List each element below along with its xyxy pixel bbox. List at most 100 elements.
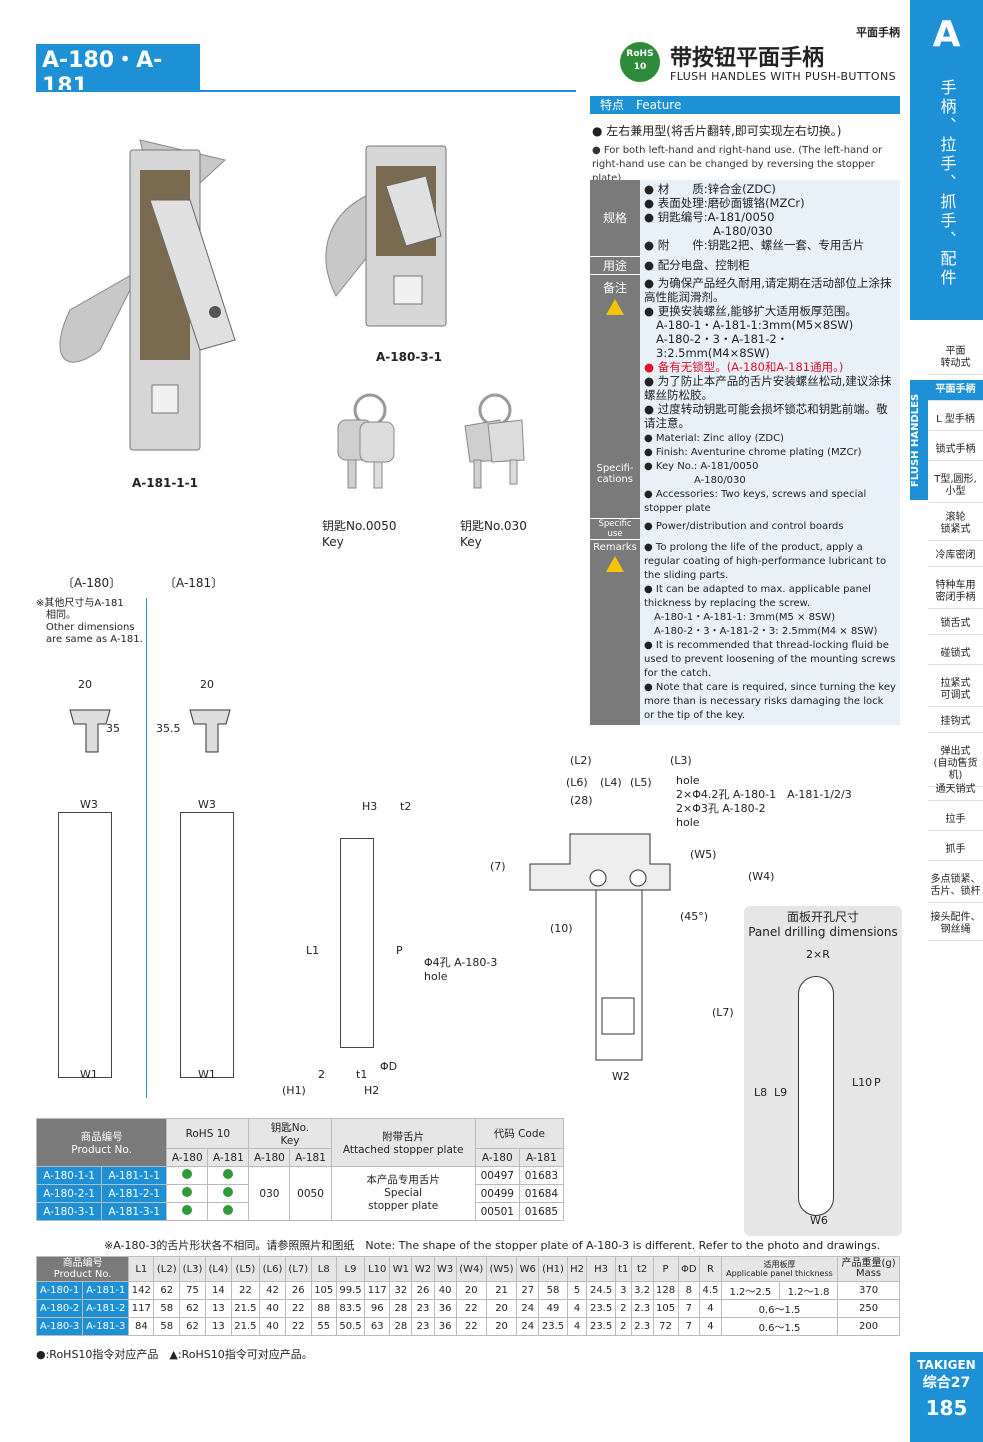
hole-callout-1: hole 2×Φ4.2孔 A-180-1 A-181-1/2/3 2×Φ3孔 A… xyxy=(676,774,852,829)
table-cell: 83.5 xyxy=(335,1299,366,1318)
sidebar-item[interactable]: 碰锁式 xyxy=(928,644,983,665)
table-cell: 3 xyxy=(614,1281,632,1300)
panel-drilling-box: 面板开孔尺寸 Panel drilling dimensions 2×R L8 … xyxy=(744,906,902,1236)
table-cell: 21.5 xyxy=(230,1317,261,1336)
key-0050-photo xyxy=(337,393,395,489)
a180-3-label: A-180-3-1 xyxy=(376,350,442,364)
dim-h1: (H1) xyxy=(282,1084,306,1097)
table-cell: 40 xyxy=(433,1281,457,1300)
spec-line-en: ● Key No.: A-181/0050 xyxy=(644,461,759,472)
table-cell: 26 xyxy=(284,1281,312,1300)
th-code: 代码 Code xyxy=(474,1118,565,1149)
product-title-en: FLUSH HANDLES WITH PUSH-BUTTONS xyxy=(670,70,896,83)
table-cell: 22 xyxy=(455,1317,487,1336)
sidebar-item[interactable]: 多点锁紧、 舌片、锁杆 xyxy=(928,870,983,903)
sidebar-item[interactable]: 抓手 xyxy=(928,840,983,861)
dim-20-a180: 20 xyxy=(78,678,92,691)
table-cell: 8 xyxy=(677,1281,701,1300)
table-cell: A-180-2 xyxy=(35,1299,84,1318)
remark-line: ● 为确保产品经久耐用,请定期在活动部位上涂抹高性能润滑剂。 xyxy=(644,276,892,304)
sidebar-item[interactable]: 平面手柄 xyxy=(928,380,983,401)
dim-l7: (L7) xyxy=(712,1006,734,1019)
table-cell: 4.5 xyxy=(699,1281,722,1300)
table-cell: 250 xyxy=(837,1299,900,1318)
dim-h3: H3 xyxy=(362,800,378,813)
dim-l5: (L5) xyxy=(630,776,652,789)
remark-line-en: A-180-1・A-181-1: 3mm(M5 × 8SW) xyxy=(654,612,836,623)
table-cell: 75 xyxy=(179,1281,206,1300)
panel-l10: L10 xyxy=(852,1076,873,1089)
rohs-dot xyxy=(166,1202,209,1221)
sidebar-item[interactable]: 特种车用 密闭手柄 xyxy=(928,576,983,609)
a181-label: A-181-1-1 xyxy=(132,476,198,490)
table-cell: 58 xyxy=(153,1317,181,1336)
table-cell: 21.5 xyxy=(230,1299,261,1318)
table-cell: 23 xyxy=(411,1317,435,1336)
th-dim: (L2) xyxy=(153,1256,181,1282)
cell-code: 00499 xyxy=(474,1184,520,1203)
table-cell: 105 xyxy=(310,1281,337,1300)
key-profile-drawings xyxy=(69,709,231,753)
th-dim: H2 xyxy=(566,1256,588,1282)
sidebar-item[interactable]: 冷库密闭 xyxy=(928,546,983,567)
dim-w4: (W4) xyxy=(748,870,775,883)
table-cell: 0.6〜1.5 xyxy=(720,1317,839,1336)
sidebar-item[interactable]: 拉紧式 可调式 xyxy=(928,674,983,707)
table-cell: 4 xyxy=(566,1299,588,1318)
spec-body: ● 材 质:锌合金(ZDC) ● 表面处理:磨砂面镀铬(MZCr) ● 钥匙编号… xyxy=(640,180,900,256)
th-dim: (L5) xyxy=(230,1256,261,1282)
table-cell: 105 xyxy=(652,1299,679,1318)
sidebar-item[interactable]: 挂钩式 xyxy=(928,712,983,733)
th-dim: t2 xyxy=(630,1256,654,1282)
table-cell: 14 xyxy=(204,1281,232,1300)
th-dim: (L4) xyxy=(204,1256,232,1282)
remark-line: ● 过度转动钥匙可能会损坏锁芯和钥匙前端。敬请注意。 xyxy=(644,402,888,430)
feature-en: ● For both left-hand and right-hand use.… xyxy=(592,145,883,184)
table-cell: 200 xyxy=(837,1317,900,1336)
sidebar-item[interactable]: T型,圆形, 小型 xyxy=(928,470,983,503)
sidebar-item[interactable]: 通天销式 xyxy=(928,780,983,801)
sidebar-item[interactable]: 锁式手柄 xyxy=(928,440,983,461)
model-badge: A-180・A-181 锌合金制 xyxy=(36,44,200,111)
table-cell: 2 xyxy=(614,1299,632,1318)
table-cell: 36 xyxy=(433,1317,457,1336)
th-key: 钥匙No. Key xyxy=(248,1118,332,1149)
key-0050-label: 钥匙No.0050 Key xyxy=(322,519,397,549)
cell-key: 0050 xyxy=(289,1166,332,1221)
panel-w6: W6 xyxy=(810,1214,828,1227)
dim-w1-a181: W1 xyxy=(198,1068,216,1081)
table-cell: 2 xyxy=(614,1317,632,1336)
sidebar-item[interactable]: 滚轮 锁紧式 xyxy=(928,508,983,541)
dim-35: 35 xyxy=(106,722,120,735)
spec-table-en: Specifi- cations ● Material: Zinc alloy … xyxy=(590,430,900,726)
table-cell: 58 xyxy=(538,1281,568,1300)
spec-table-cn: 规格 ● 材 质:锌合金(ZDC) ● 表面处理:磨砂面镀铬(MZCr) ● 钥… xyxy=(590,180,900,433)
sidebar-item[interactable]: 弹出式 (自动售货机) xyxy=(928,742,983,787)
table-cell: 20 xyxy=(455,1281,487,1300)
sidebar-item[interactable]: 接头配件、 钢丝绳 xyxy=(928,908,983,941)
table-cell: 4 xyxy=(566,1317,588,1336)
table-cell: 96 xyxy=(364,1299,391,1318)
th-dim: L1 xyxy=(128,1256,155,1282)
remark-line: ● 为了防止本产品的舌片安装螺丝松动,建议涂抹螺丝防松胶。 xyxy=(644,374,892,402)
th-dim: R xyxy=(699,1256,722,1282)
sidebar-item[interactable]: 锁舌式 xyxy=(928,614,983,635)
spec-line: ● 附 件:钥匙2把、螺丝一套、专用舌片 xyxy=(644,238,865,252)
sidebar-item[interactable]: 拉手 xyxy=(928,810,983,831)
table-cell: 55 xyxy=(310,1317,337,1336)
remarks-label-en-text: Remarks xyxy=(593,541,637,553)
table-cell: 24.5 xyxy=(586,1281,616,1300)
spec-line: A-180/030 xyxy=(644,224,773,238)
sidebar-item[interactable]: L 型手柄 xyxy=(928,410,983,431)
table-cell: 88 xyxy=(310,1299,337,1318)
sidebar-item[interactable]: 平面 转动式 xyxy=(928,342,983,375)
table-cell: 22 xyxy=(230,1281,261,1300)
th-dim: (L3) xyxy=(179,1256,206,1282)
dim-28: (28) xyxy=(570,794,593,807)
remark-line-en: ● To prolong the life of the product, ap… xyxy=(644,542,887,581)
a180-3-photo xyxy=(325,145,447,327)
table-cell: 28 xyxy=(389,1299,413,1318)
table-row: A-180-2-1 A-181-2-1 00499 01684 xyxy=(35,1184,565,1203)
